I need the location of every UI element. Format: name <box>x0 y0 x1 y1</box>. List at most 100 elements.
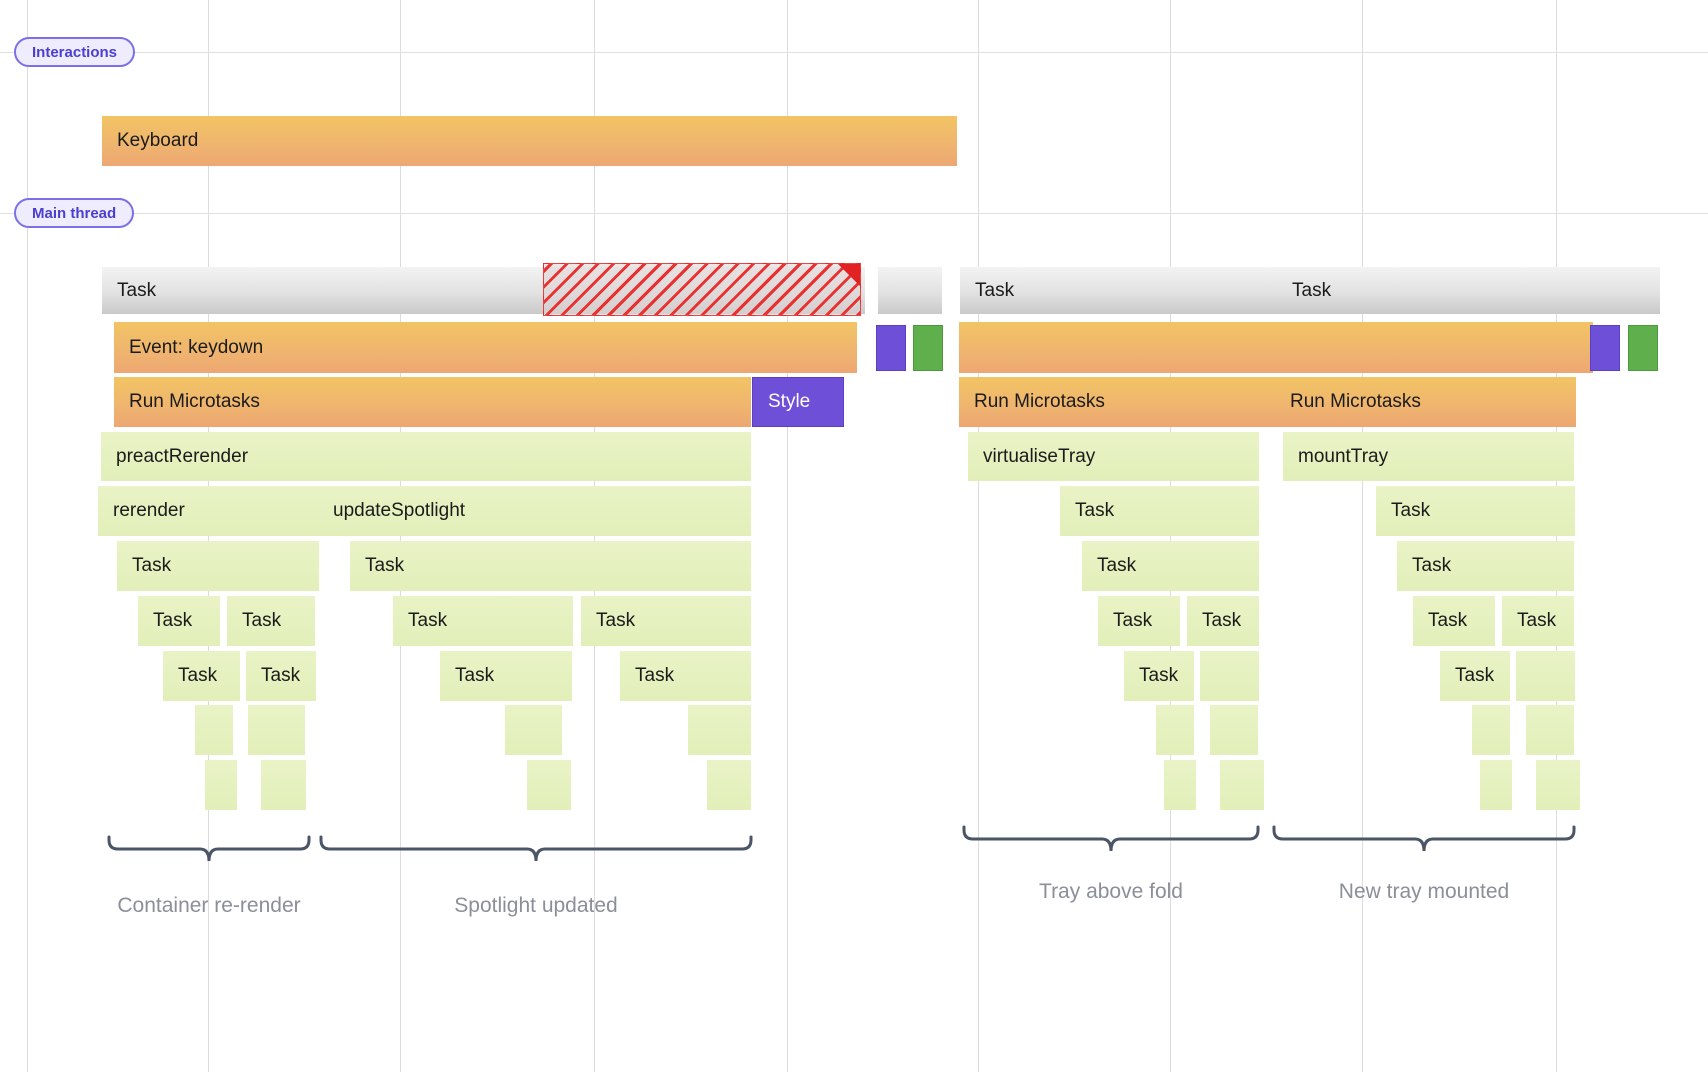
flame-entry-r1-unlabeled-6[interactable] <box>1628 325 1658 371</box>
gridline-5 <box>978 0 979 1072</box>
flame-entry-r8-unlabeled-0[interactable] <box>195 705 233 755</box>
main-thread-track-separator <box>0 213 1708 214</box>
flame-entry-r9-unlabeled-5[interactable] <box>1220 760 1264 810</box>
flame-entry-r9-unlabeled-6[interactable] <box>1480 760 1512 810</box>
flame-entry-r6-task-5[interactable]: Task <box>1187 596 1259 646</box>
flame-entry-r9-unlabeled-1[interactable] <box>261 760 306 810</box>
flame-entry-r0-task-2[interactable]: Task <box>960 267 1281 314</box>
flame-entry-r2-run-microtasks-0[interactable]: Run Microtasks <box>114 377 751 427</box>
track-pill-interactions[interactable]: Interactions <box>14 37 136 67</box>
flame-entry-r8-unlabeled-2[interactable] <box>505 705 562 755</box>
flame-entry-r1-unlabeled-3[interactable] <box>959 322 1277 373</box>
flame-entry-r5-task-2[interactable]: Task <box>1082 541 1259 591</box>
bracket-new-tray-mounted <box>1272 825 1576 853</box>
flame-entry-r6-task-6-label: Task <box>1428 610 1468 631</box>
flame-entry-r4-updatespotlight-1[interactable]: updateSpotlight <box>318 486 751 536</box>
flame-entry-r7-task-3[interactable]: Task <box>620 651 751 701</box>
flame-entry-r1-unlabeled-2[interactable] <box>913 325 943 371</box>
flame-entry-r6-task-0-label: Task <box>153 610 193 631</box>
flame-entry-r4-updatespotlight-1-label: updateSpotlight <box>333 500 466 521</box>
flame-entry-r8-unlabeled-3[interactable] <box>688 705 751 755</box>
gridline-2 <box>400 0 401 1072</box>
flame-entry-r7-task-6[interactable]: Task <box>1440 651 1510 701</box>
flame-entry-r6-task-4-label: Task <box>1113 610 1153 631</box>
flame-entry-r7-unlabeled-7[interactable] <box>1516 651 1575 701</box>
bracket-container-re-render <box>107 835 311 863</box>
flame-entry-r7-task-1[interactable]: Task <box>246 651 316 701</box>
long-task-warning-triangle-icon <box>838 264 860 286</box>
track-pill-interactions-label: Interactions <box>32 43 118 61</box>
flame-entry-r1-unlabeled-1[interactable] <box>876 325 906 371</box>
bracket-path <box>319 835 753 862</box>
flame-entry-r6-task-2[interactable]: Task <box>393 596 573 646</box>
flame-entry-r1-unlabeled-4[interactable] <box>1275 322 1593 373</box>
flame-entry-r9-unlabeled-0[interactable] <box>205 760 237 810</box>
flame-entry-r3-mounttray-2[interactable]: mountTray <box>1283 432 1574 481</box>
flame-entry-r2-run-microtasks-2[interactable]: Run Microtasks <box>959 377 1277 427</box>
flame-entry-r6-task-3-label: Task <box>596 610 636 631</box>
flame-entry-r3-virtualisetray-1[interactable]: virtualiseTray <box>968 432 1259 481</box>
flame-entry-r5-task-0-label: Task <box>132 555 172 576</box>
flame-entry-r5-task-1-label: Task <box>365 555 405 576</box>
flame-entry-r1-event-keydown-0-label: Event: keydown <box>129 336 264 358</box>
gridline-8 <box>1556 0 1557 1072</box>
flame-entry-r6-task-7[interactable]: Task <box>1502 596 1574 646</box>
flame-entry-r4-task-2-label: Task <box>1075 500 1115 521</box>
bracket-path <box>1272 825 1576 852</box>
flame-entry-r9-unlabeled-7[interactable] <box>1536 760 1580 810</box>
flame-entry-r1-unlabeled-5[interactable] <box>1590 325 1620 371</box>
flame-entry-r2-style-1[interactable]: Style <box>752 377 844 427</box>
flame-entry-r3-preactrerender-0[interactable]: preactRerender <box>101 432 751 481</box>
flame-entry-r0-task-3[interactable]: Task <box>1277 267 1595 314</box>
bracket-spotlight-updated <box>319 835 753 863</box>
flame-entry-r6-task-1[interactable]: Task <box>227 596 315 646</box>
flame-entry-r0-task-0-label: Task <box>117 279 157 301</box>
flame-entry-r2-run-microtasks-3[interactable]: Run Microtasks <box>1275 377 1576 427</box>
flame-entry-r4-task-3-label: Task <box>1391 500 1431 521</box>
flame-entry-r4-rerender-0[interactable]: rerender <box>98 486 318 536</box>
interaction-entry-keyboard[interactable]: Keyboard <box>102 116 957 166</box>
flame-entry-r9-unlabeled-4[interactable] <box>1164 760 1196 810</box>
flame-entry-r6-task-3[interactable]: Task <box>581 596 751 646</box>
gridline-1 <box>208 0 209 1072</box>
flame-entry-r8-unlabeled-7[interactable] <box>1526 705 1574 755</box>
flame-entry-r9-unlabeled-2[interactable] <box>527 760 571 810</box>
flame-entry-r8-unlabeled-1[interactable] <box>248 705 305 755</box>
flame-entry-r7-task-2[interactable]: Task <box>440 651 572 701</box>
flame-entry-r4-task-3[interactable]: Task <box>1376 486 1575 536</box>
flame-entry-r7-task-4[interactable]: Task <box>1124 651 1194 701</box>
gridline-6 <box>1170 0 1171 1072</box>
flame-entry-r8-unlabeled-6[interactable] <box>1472 705 1510 755</box>
flame-entry-r5-task-1[interactable]: Task <box>350 541 751 591</box>
flame-entry-r6-task-4[interactable]: Task <box>1098 596 1180 646</box>
flame-entry-r6-task-0[interactable]: Task <box>138 596 220 646</box>
interaction-entry-keyboard-label: Keyboard <box>117 130 199 151</box>
flame-entry-r2-style-1-label: Style <box>768 391 811 412</box>
flame-entry-r9-unlabeled-3[interactable] <box>707 760 751 810</box>
flame-entry-r4-task-2[interactable]: Task <box>1060 486 1259 536</box>
flame-entry-r5-task-2-label: Task <box>1097 555 1137 576</box>
flame-entry-r1-event-keydown-0[interactable]: Event: keydown <box>114 322 857 373</box>
flame-entry-r8-unlabeled-4[interactable] <box>1156 705 1194 755</box>
track-pill-main-thread[interactable]: Main thread <box>14 198 135 228</box>
flame-entry-r2-run-microtasks-0-label: Run Microtasks <box>129 391 260 412</box>
flame-entry-r5-task-0[interactable]: Task <box>117 541 319 591</box>
flame-entry-r0-unlabeled-4[interactable] <box>1592 267 1660 314</box>
flame-entry-r8-unlabeled-5[interactable] <box>1210 705 1258 755</box>
gridline-4 <box>787 0 788 1072</box>
gridline-3 <box>594 0 595 1072</box>
bracket-path <box>107 835 311 862</box>
flame-entry-r6-task-6[interactable]: Task <box>1413 596 1495 646</box>
caption-new-tray-mounted: New tray mounted <box>1338 880 1510 903</box>
flame-entry-r3-virtualisetray-1-label: virtualiseTray <box>983 445 1096 467</box>
flame-entry-r3-mounttray-2-label: mountTray <box>1298 445 1389 467</box>
flame-entry-r5-task-3[interactable]: Task <box>1397 541 1574 591</box>
long-task-warning[interactable] <box>543 263 861 316</box>
interactions-track-separator <box>0 52 1708 53</box>
flame-entry-r7-unlabeled-5[interactable] <box>1200 651 1259 701</box>
flame-entry-r7-task-0[interactable]: Task <box>163 651 240 701</box>
flame-entry-r7-task-0-label: Task <box>178 665 218 686</box>
bracket-path <box>962 825 1260 852</box>
flame-entry-r0-unlabeled-1[interactable] <box>878 267 942 314</box>
